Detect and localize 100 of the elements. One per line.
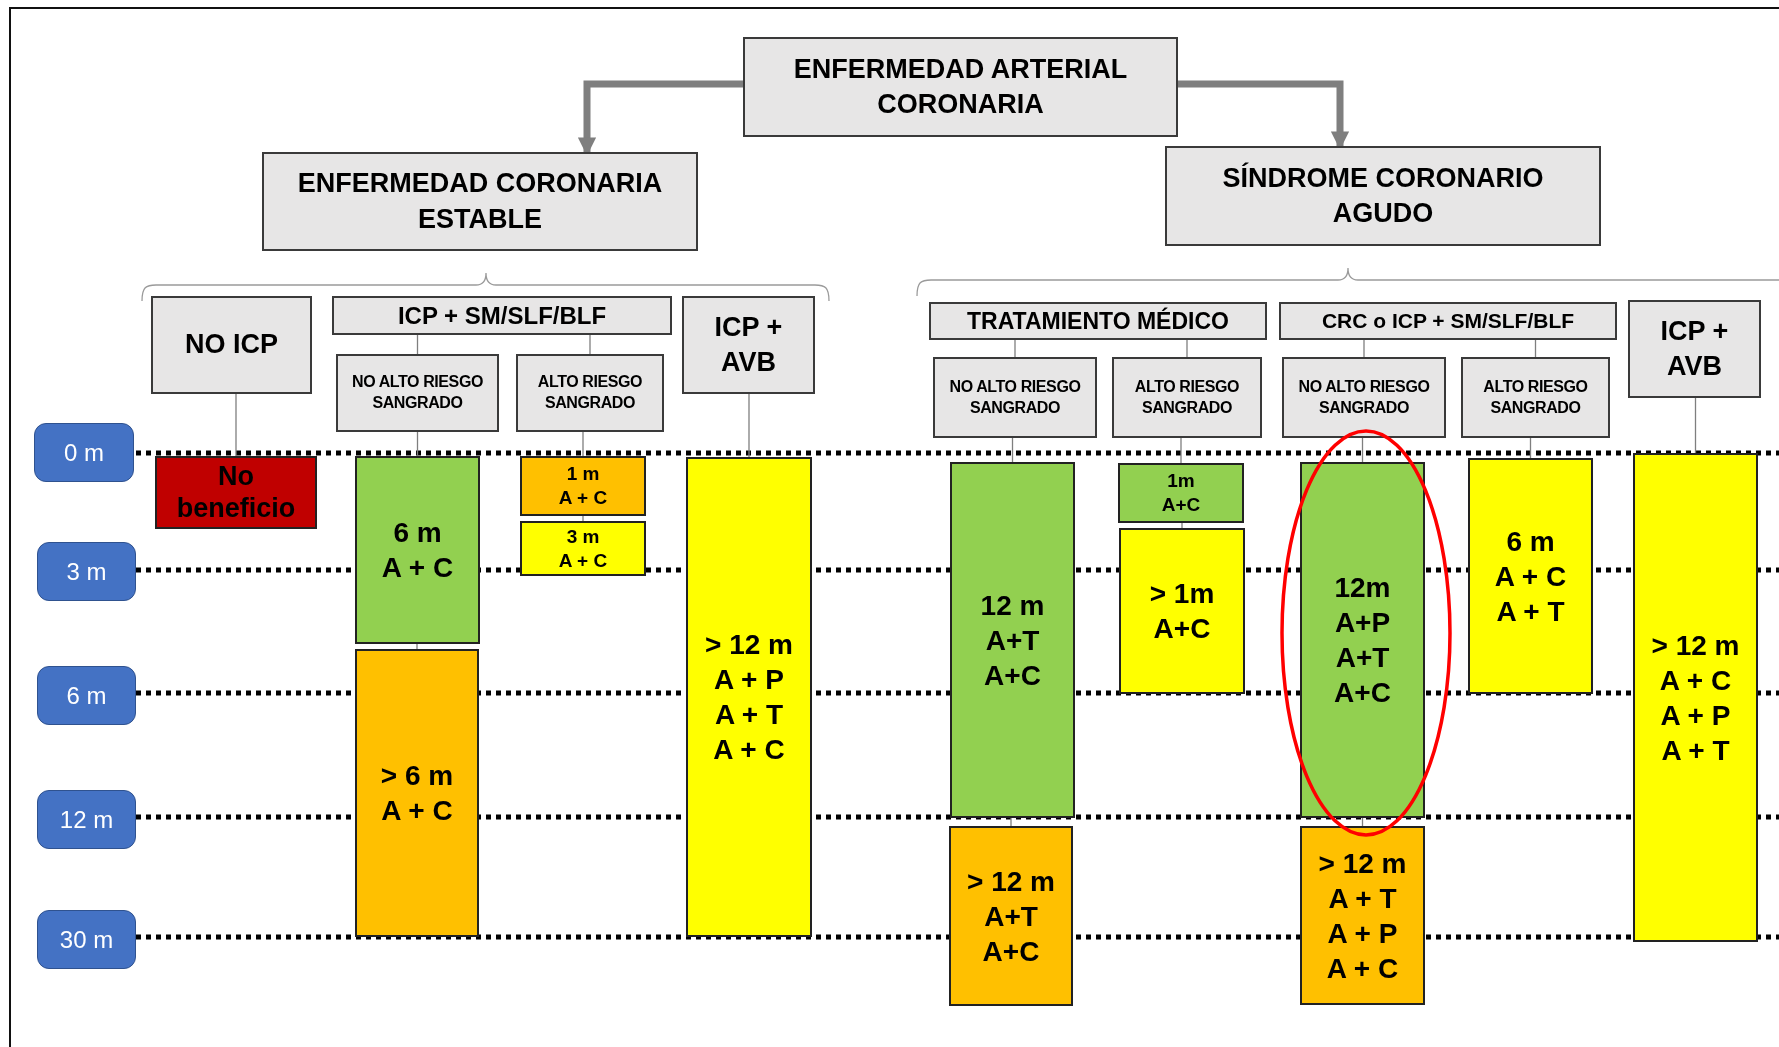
- box-label: A+C: [1161, 493, 1201, 517]
- time-marker-badge: [37, 542, 136, 601]
- box-label: A + C: [713, 733, 785, 767]
- box-label: 0 m: [64, 437, 104, 468]
- connector-line: [235, 393, 237, 457]
- box-label: > 12 m: [967, 864, 1055, 899]
- box-label: 3 m: [66, 556, 107, 587]
- subgroup-box: [1282, 357, 1446, 438]
- connector-line: [1180, 437, 1182, 464]
- time-marker-badge: [34, 423, 134, 482]
- duration-bar: [155, 456, 317, 529]
- box-label: A + T: [1661, 733, 1730, 768]
- duration-bar: [520, 456, 646, 516]
- connector-line: [582, 431, 584, 457]
- box-label: 1 m: [566, 462, 600, 486]
- box-label: A + C: [558, 486, 608, 510]
- connector-line: [416, 334, 419, 355]
- box-label: 12 m: [980, 588, 1045, 623]
- box-label: A+C: [984, 658, 1041, 693]
- category-box: [262, 152, 698, 251]
- category-box: [682, 296, 815, 394]
- box-label: A+C: [982, 934, 1040, 969]
- box-label: 3 m: [566, 524, 600, 549]
- box-label: > 12 m: [1318, 846, 1407, 881]
- duration-bar: [1468, 458, 1593, 694]
- duration-bar: [950, 462, 1075, 818]
- box-label: 6 m: [66, 680, 107, 711]
- box-label: A + C: [1494, 559, 1567, 594]
- box-label: A + C: [381, 794, 453, 828]
- subgroup-box: [933, 357, 1097, 438]
- box-label: A+P: [1334, 606, 1391, 640]
- box-label: 6 m: [1506, 524, 1555, 559]
- box-label: NO ALTO RIESGO SANGRADO: [948, 376, 1082, 418]
- box-label: 1m: [1167, 469, 1195, 493]
- box-label: SÍNDROME CORONARIO AGUDO: [1221, 161, 1545, 230]
- time-marker-badge: [37, 666, 136, 725]
- duration-bar: [686, 457, 812, 937]
- box-label: ICP + AVB: [713, 310, 784, 379]
- category-box: [1628, 300, 1761, 398]
- box-label: ICP + SM/SLF/BLF: [397, 300, 607, 331]
- connector-line: [1010, 817, 1012, 827]
- box-label: ENFERMEDAD CORONARIA ESTABLE: [296, 167, 664, 236]
- subgroup-box: [336, 354, 499, 432]
- connector-line: [1181, 522, 1183, 529]
- box-label: A + P: [1660, 698, 1731, 733]
- box-label: 12m: [1334, 571, 1391, 605]
- box-label: A + C: [381, 551, 454, 585]
- box-label: A + P: [714, 663, 784, 697]
- box-label: ALTO RIESGO SANGRADO: [536, 372, 644, 413]
- connector-line: [748, 393, 750, 458]
- box-label: A + C: [1659, 663, 1732, 698]
- box-label: 30 m: [59, 924, 114, 955]
- connector-line: [582, 515, 584, 522]
- box-label: 12 m: [59, 804, 114, 835]
- group-header-box: [929, 302, 1267, 340]
- group-header-box: [1279, 302, 1617, 340]
- box-label: A+T: [1335, 641, 1390, 675]
- box-label: NO ALTO RIESGO SANGRADO: [1297, 376, 1431, 418]
- time-marker-badge: [37, 790, 136, 849]
- box-label: TRATAMIENTO MÉDICO: [967, 306, 1229, 336]
- duration-bar: [1300, 462, 1425, 818]
- category-box: [1165, 146, 1601, 246]
- duration-bar: [1118, 463, 1244, 523]
- subgroup-box: [1112, 357, 1262, 438]
- box-label: CRC o ICP + SM/SLF/BLF: [1321, 307, 1575, 334]
- connector-line: [1186, 339, 1188, 358]
- connector-line: [1363, 339, 1365, 358]
- connector-line: [416, 643, 418, 650]
- duration-bar: [1300, 826, 1425, 1005]
- box-label: A + C: [558, 548, 608, 573]
- box-label: A+C: [1334, 676, 1391, 710]
- box-label: > 12 m: [705, 628, 793, 662]
- box-label: ALTO RIESGO SANGRADO: [1482, 376, 1589, 418]
- duration-bar: [355, 649, 479, 937]
- box-label: A + P: [1327, 916, 1398, 951]
- box-label: A + T: [1496, 594, 1565, 629]
- box-label: A+T: [985, 623, 1040, 658]
- category-box: [151, 296, 312, 394]
- connector-line: [1361, 437, 1364, 463]
- duration-bar: [949, 826, 1073, 1006]
- connector-line: [1011, 437, 1014, 463]
- subgroup-box: [1461, 357, 1610, 438]
- group-header-box: [332, 296, 672, 335]
- box-label: > 1m: [1149, 577, 1215, 611]
- connector-line: [1694, 397, 1697, 454]
- subgroup-box: [516, 354, 664, 432]
- box-label: A+C: [1153, 612, 1211, 646]
- time-marker-badge: [37, 910, 136, 969]
- duration-bar: [1633, 453, 1758, 942]
- category-box: [743, 37, 1178, 137]
- box-label: A + T: [1328, 881, 1397, 916]
- box-label: > 6 m: [380, 759, 454, 793]
- box-label: > 12 m: [1651, 628, 1740, 663]
- box-label: 6 m: [393, 516, 442, 550]
- box-label: A + C: [1326, 951, 1399, 986]
- box-label: A+T: [984, 899, 1038, 934]
- box-label: A + T: [714, 698, 784, 732]
- box-label: No beneficio: [175, 461, 297, 524]
- box-label: ICP + AVB: [1659, 314, 1730, 383]
- connector-line: [1014, 339, 1016, 358]
